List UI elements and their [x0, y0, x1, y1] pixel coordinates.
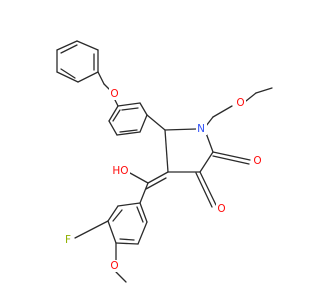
- bond-line: [212, 151, 251, 161]
- bond-line: [139, 114, 148, 133]
- bond-line: [108, 105, 119, 122]
- svg-text:N: N: [197, 123, 205, 135]
- bond-line: [74, 220, 109, 239]
- bond-line: [245, 92, 257, 102]
- atom-o-methoxy-aryl: O: [109, 260, 120, 272]
- bond-line: [139, 182, 149, 204]
- bond-line: [119, 129, 138, 133]
- bond-line: [97, 71, 105, 85]
- svg-text:O: O: [110, 260, 118, 272]
- bond-line: [76, 40, 99, 51]
- atom-o-methoxyethyl: O: [235, 97, 246, 109]
- bond-line: [60, 44, 78, 54]
- bond-line: [255, 87, 273, 94]
- bond-line: [212, 155, 250, 165]
- bond-line: [136, 206, 144, 223]
- bond-line: [139, 102, 148, 116]
- bond-line: [115, 242, 139, 245]
- bond-layer: [56, 40, 273, 283]
- bond-line: [199, 151, 214, 173]
- bond-line: [112, 209, 123, 222]
- atom-f-substituent: F: [63, 234, 73, 246]
- bond-line: [107, 220, 117, 244]
- bond-line: [164, 128, 197, 131]
- bond-line: [117, 202, 141, 207]
- svg-text:HO: HO: [112, 165, 128, 177]
- bond-line: [119, 238, 135, 241]
- bond-line: [77, 71, 99, 83]
- bond-line: [146, 114, 166, 131]
- svg-text:O: O: [110, 88, 118, 100]
- atom-o-ketone-a: O: [252, 155, 263, 167]
- atom-n-ring: N: [196, 123, 207, 135]
- bond-line: [116, 131, 141, 136]
- bond-line: [56, 40, 78, 51]
- bond-line: [212, 105, 233, 118]
- atom-o-hydroxyl: HO: [112, 165, 130, 177]
- bond-line: [195, 172, 213, 208]
- bond-line: [60, 68, 76, 79]
- bond-line: [115, 271, 127, 283]
- bond-line: [199, 171, 217, 206]
- bond-line: [137, 221, 148, 245]
- bond-line: [147, 171, 169, 184]
- bond-line: [121, 107, 139, 111]
- svg-text:O: O: [217, 203, 225, 215]
- bond-line: [56, 71, 79, 83]
- bond-line: [145, 177, 167, 190]
- svg-text:O: O: [253, 155, 261, 167]
- bond-line: [129, 172, 149, 184]
- bond-line: [112, 109, 121, 122]
- svg-text:O: O: [236, 97, 244, 109]
- bond-line: [205, 132, 214, 153]
- atom-o-benzyloxy: O: [109, 88, 120, 100]
- molecule-structure-diagram: O O N O O HO F O: [56, 40, 273, 283]
- bond-line: [107, 205, 119, 222]
- bond-line: [108, 120, 118, 136]
- atom-o-ketone-b: O: [216, 203, 227, 215]
- atom-label-layer: O O N O O HO F O: [63, 88, 263, 272]
- svg-text:F: F: [65, 234, 71, 246]
- bond-line: [117, 102, 141, 107]
- bond-line: [139, 202, 148, 223]
- bond-line: [164, 129, 169, 173]
- bond-line: [205, 116, 214, 127]
